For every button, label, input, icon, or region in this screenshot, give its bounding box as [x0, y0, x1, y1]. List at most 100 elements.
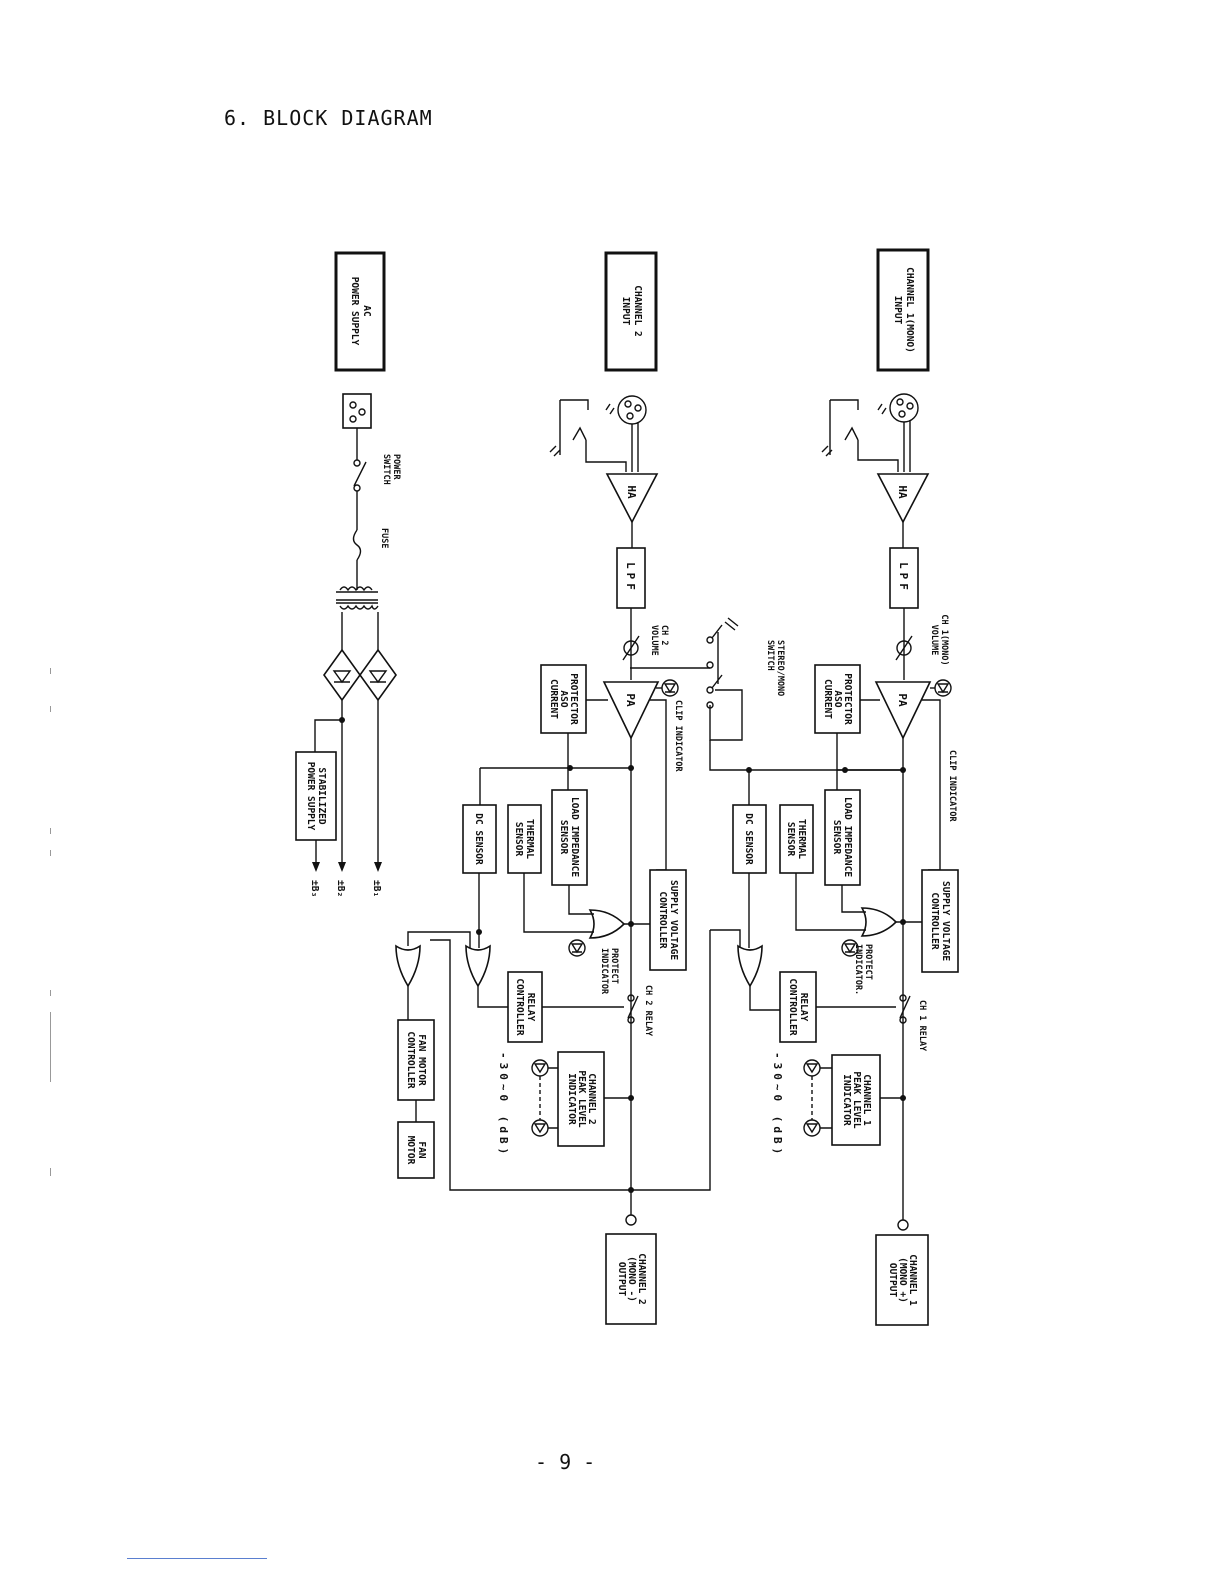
ch2-clip-indicator-label: CLIP INDICATOR [673, 700, 683, 773]
ch2-peak-l3: INDICATOR [566, 1073, 577, 1125]
ch1-or-gate-protect [795, 873, 922, 937]
ch2-relay-label: CH 2 RELAY [643, 985, 653, 1037]
ch2-relay-l2: CONTROLLER [514, 978, 525, 1035]
scan-mark [50, 850, 51, 856]
ac-label-2: POWER SUPPLY [349, 277, 360, 346]
b2-label: ±B₂ [335, 880, 346, 897]
ch2-volume-label-2: VOLUME [649, 625, 659, 656]
ch2-protect-l1: PROTECT [609, 948, 619, 984]
power-supply-section: AC POWER SUPPLY POWER SWITCH FUSE [295, 251, 435, 1179]
ch1-ha-label: HA [896, 485, 909, 499]
footer-rule [127, 1558, 267, 1559]
fan-or-gate [395, 944, 421, 1020]
ch1-relay-l1: RELAY [798, 993, 809, 1022]
ch2-output-l3: OUTPUT [616, 1262, 627, 1297]
ch2-peak-l2: PEAK LEVEL [576, 1070, 587, 1127]
ch1-supply-voltage: SUPPLY VOLTAGE CONTROLLER [921, 869, 959, 973]
ch1-load-l2: SENSOR [831, 820, 842, 855]
ch1-power-amp: PA [874, 681, 932, 740]
ch1-dc-sensor: DC SENSOR [732, 804, 767, 874]
ch2-supply-l2: CONTROLLER [657, 891, 668, 948]
ch1-pa-label: PA [896, 693, 909, 707]
stereo-mono-label-1: STEREO/MONO [775, 640, 785, 696]
ch2-output-box: CHANNEL 2 (MONO -) OUTPUT [605, 1233, 657, 1325]
ch1-relay-controller: RELAY CONTROLLER [779, 971, 817, 1043]
ch2-relay-controller: RELAY CONTROLLER [507, 971, 543, 1043]
ch1-peak-level-indicator: CHANNEL 1 PEAK LEVEL INDICATOR [831, 1054, 881, 1146]
rectifier-2 [359, 648, 397, 702]
ch2-db-range: -30~0 (dB) [497, 1052, 510, 1158]
ch2-protector-l3: CURRENT [548, 679, 559, 719]
ch1-supply-l1: SUPPLY VOLTAGE [940, 881, 951, 961]
ch1-clip-led [930, 679, 952, 697]
page-number: - 9 - [535, 1450, 596, 1474]
ch2-volume-pot [622, 635, 640, 661]
ch1-thermal-sensor: THERMAL SENSOR [779, 804, 814, 874]
ch1-load-l1: LOAD IMPEDANCE [842, 797, 853, 877]
fuse-label: FUSE [379, 528, 389, 548]
ch1-supply-l2: CONTROLLER [929, 892, 940, 949]
ch1-clip-indicator-label: CLIP INDICATOR [947, 750, 957, 823]
ch1-output-l2: (MONO +) [897, 1257, 908, 1303]
ch1-input-box: CHANNEL 1(MONO) INPUT [876, 248, 930, 372]
b1-label: ±B₁ [371, 880, 382, 897]
ch1-phone-jack [821, 399, 899, 472]
stabilized-l2: POWER SUPPLY [305, 762, 316, 831]
ch1-relay-label: CH 1 RELAY [917, 1000, 927, 1052]
ch1-input-label-1: CHANNEL 1(MONO) [904, 267, 915, 353]
ch1-protector-l3: CURRENT [822, 679, 833, 719]
ch1-db-range: -30~0 (dB) [771, 1052, 784, 1158]
rectifier-1 [323, 648, 361, 702]
ch1-protector-l2: ASO [832, 690, 843, 707]
ch1-thermal-l2: SENSOR [785, 822, 796, 857]
transformer [336, 586, 379, 610]
ch2-protector-l2: ASO [558, 690, 569, 707]
ch2-thermal-l1: THERMAL [524, 819, 535, 859]
power-switch [353, 459, 367, 492]
ch1-lpf: LPF [889, 547, 919, 609]
ch2-relay-l1: RELAY [525, 993, 536, 1022]
ch2-volume-label-1: CH 2 [659, 625, 669, 645]
ch1-protect-l1: PROTECT [863, 944, 873, 980]
ac-outlet [342, 393, 372, 429]
ch2-load-l2: SENSOR [558, 820, 569, 855]
ch1-input-label-2: INPUT [892, 296, 903, 325]
ch1-peak-led-2 [803, 1119, 821, 1137]
ch2-thermal-l2: SENSOR [513, 822, 524, 857]
ch1-protect-led [841, 939, 859, 957]
ch1-volume-label-2: VOLUME [929, 625, 939, 656]
scan-mark [50, 990, 51, 996]
ch1-output-l3: OUTPUT [887, 1263, 898, 1298]
ch2-input-label-1: CHANNEL 2 [632, 285, 643, 336]
ch2-peak-level-indicator: CHANNEL 2 PEAK LEVEL INDICATOR [557, 1051, 605, 1147]
ch1-peak-l2: PEAK LEVEL [851, 1071, 862, 1128]
power-switch-label-2: SWITCH [381, 454, 391, 485]
ch1-or-gate-dc [710, 873, 780, 1011]
ch1-xlr-connector [889, 393, 919, 423]
ch1-dc-label: DC SENSOR [743, 813, 754, 865]
stabilized-power-supply: STABILIZED POWER SUPPLY [295, 751, 337, 841]
ch2-protector-block: PROTECTOR ASO CURRENT [540, 664, 587, 734]
fan-ctrl-l2: CONTROLLER [405, 1031, 416, 1088]
ch1-protect-l2: INDICATOR. [853, 944, 863, 995]
stereo-mono-switch [630, 617, 743, 741]
b3-label: ±B₃ [309, 880, 320, 897]
ch1-head-amp: HA [876, 473, 930, 524]
ch2-phone-jack [549, 399, 627, 472]
ch1-volume-pot [895, 635, 913, 661]
ch1-protector-block: PROTECTOR ASO CURRENT [814, 664, 861, 734]
ch2-peak-led-1 [531, 1059, 549, 1077]
ac-label-1: AC [361, 305, 372, 317]
ch2-protector-l1: PROTECTOR [568, 673, 579, 725]
fan-motor: FAN MOTOR [397, 1121, 435, 1179]
ch2-peak-l1: CHANNEL 2 [586, 1073, 597, 1124]
ch2-dc-sensor: DC SENSOR [462, 804, 497, 874]
ch2-or-gate-protect [523, 873, 650, 939]
ch2-input-label-2: INPUT [620, 297, 631, 326]
ch2-lpf-label: LPF [624, 562, 637, 594]
ch2-load-l1: LOAD IMPEDANCE [569, 797, 580, 877]
ch2-peak-led-2 [531, 1119, 549, 1137]
ch2-ha-label: HA [625, 485, 638, 499]
channel-2-section: CHANNEL 2 INPUT HA LPF [420, 251, 687, 1325]
